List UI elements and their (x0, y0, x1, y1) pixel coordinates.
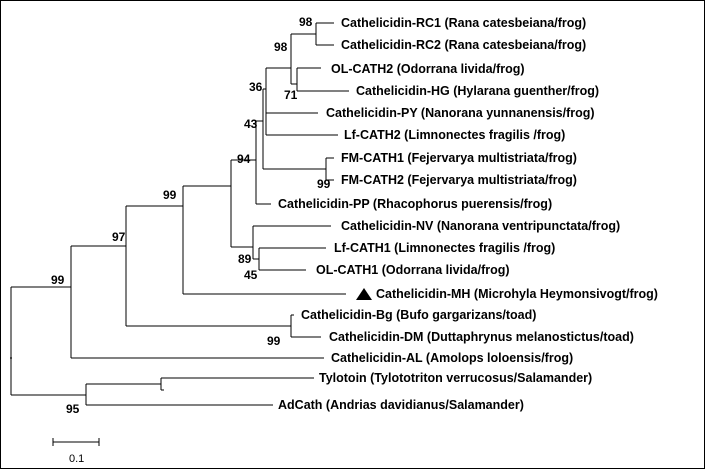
bootstrap-value: 94 (237, 152, 251, 166)
taxon-label: Tylotoin (Tylototriton verrucosus/Salama… (319, 371, 592, 385)
triangle-marker-icon (356, 288, 372, 300)
taxon-label: AdCath (Andrias davidianus/Salamander) (278, 398, 524, 412)
scale-bar: 0.1 (52, 438, 100, 465)
bootstrap-value: 99 (317, 177, 331, 191)
bootstrap-value: 43 (244, 117, 258, 131)
taxon-label: Cathelicidin-MH (Microhyla Heymonsivogt/… (376, 287, 658, 301)
taxon-label: Cathelicidin-PY (Nanorana yunnanensis/fr… (326, 106, 595, 120)
taxon-label: Cathelicidin-AL (Amolops loloensis/frog) (331, 351, 573, 365)
taxon-label: Lf-CATH1 (Limnonectes fragilis /frog) (334, 241, 555, 255)
bootstrap-value: 45 (244, 268, 258, 282)
taxon-label: Cathelicidin-Bg (Bufo gargarizans/toad) (301, 308, 536, 322)
taxon-label: Lf-CATH2 (Limnonectes fragilis /frog) (344, 128, 565, 142)
bootstrap-value: 97 (112, 230, 126, 244)
taxon-label: Cathelicidin-DM (Duttaphrynus melanostic… (329, 330, 634, 344)
taxon-label: Cathelicidin-RC2 (Rana catesbeiana/frog) (341, 38, 586, 52)
taxon-label: OL-CATH2 (Odorrana livida/frog) (331, 62, 525, 76)
taxon-label: Cathelicidin-NV (Nanorana ventripunctata… (341, 219, 620, 233)
taxon-label: FM-CATH2 (Fejervarya multistriata/frog) (341, 173, 577, 187)
bootstrap-value: 99 (163, 188, 177, 202)
tree-branches (10, 22, 349, 406)
taxon-label: Cathelicidin-PP (Rhacophorus puerensis/f… (278, 197, 552, 211)
bootstrap-values: 98 98 71 36 43 99 94 99 89 45 97 99 99 9… (51, 15, 331, 416)
scale-label: 0.1 (69, 453, 84, 465)
bootstrap-value: 36 (249, 80, 263, 94)
bootstrap-value: 98 (299, 15, 313, 29)
bootstrap-value: 71 (284, 88, 298, 102)
leaf-labels: Cathelicidin-RC1 (Rana catesbeiana/frog)… (278, 16, 658, 412)
bootstrap-value: 99 (51, 273, 65, 287)
taxon-label: Cathelicidin-RC1 (Rana catesbeiana/frog) (341, 16, 586, 30)
taxon-label: OL-CATH1 (Odorrana livida/frog) (316, 263, 510, 277)
bootstrap-value: 95 (66, 402, 80, 416)
taxon-label: FM-CATH1 (Fejervarya multistriata/frog) (341, 151, 577, 165)
bootstrap-value: 99 (267, 334, 281, 348)
bootstrap-value: 89 (238, 252, 252, 266)
taxon-label: Cathelicidin-HG (Hylarana guenther/frog) (356, 84, 599, 98)
bootstrap-value: 98 (274, 40, 288, 54)
